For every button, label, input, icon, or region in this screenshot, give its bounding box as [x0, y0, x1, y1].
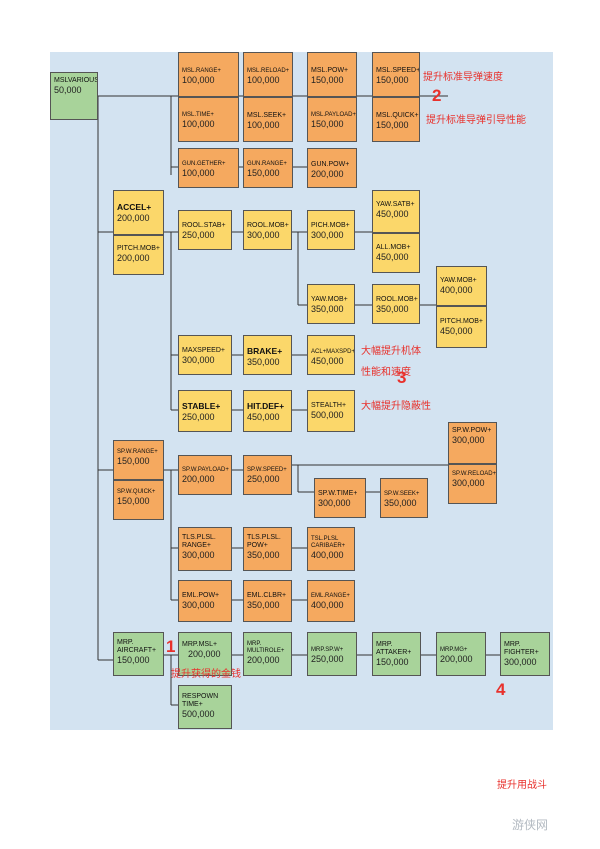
node-msl-various[interactable]: MSLVARIOUS+ 50,000 — [50, 72, 98, 120]
node-mrp-aircraft[interactable]: MRP.AIRCRAFT+150,000 — [113, 632, 164, 676]
node-yaw-mob-a[interactable]: YAW.MOB+350,000 — [307, 284, 355, 324]
node-mrp-sp-w[interactable]: MRP.SP.W+250,000 — [307, 632, 357, 676]
node-msl-seek[interactable]: MSL.SEEK+100,000 — [243, 97, 293, 142]
node-rool-mob-1[interactable]: ROOL.MOB+300,000 — [243, 210, 292, 250]
node-eml-pow[interactable]: EML.POW+300,000 — [178, 580, 232, 622]
node-sp-w-quick[interactable]: SP.W.QUICK+150,000 — [113, 480, 164, 520]
node-yaw-mob-b[interactable]: YAW.MOB+400,000 — [436, 266, 487, 306]
node-eml-clbr[interactable]: EML.CLBR+350,000 — [243, 580, 292, 622]
node-brake[interactable]: BRAKE+350,000 — [243, 335, 292, 375]
annotation-number-4: 4 — [496, 680, 506, 699]
diagram-background — [50, 52, 553, 730]
node-stealth[interactable]: STEALTH+500,000 — [307, 390, 355, 432]
node-all-mob[interactable]: ALL.MOB+450,000 — [372, 233, 420, 273]
watermark: 游侠网 — [512, 818, 549, 832]
node-msl-reload[interactable]: MSL.RELOAD+100,000 — [243, 52, 293, 97]
annotation-stealth: 大幅提升隐蔽性 — [361, 401, 431, 412]
node-mrp-attaker[interactable]: MRP.ATTAKER+150,000 — [372, 632, 421, 676]
node-sp-w-range[interactable]: SP.W.RANGE+150,000 — [113, 440, 164, 480]
annotation-number-1: 1 — [166, 637, 176, 656]
node-tls-plsl-range[interactable]: TLS.PLSL.RANGE+300,000 — [178, 527, 232, 571]
node-pich-mob[interactable]: PICH.MOB+300,000 — [307, 210, 355, 250]
node-mrp-mg[interactable]: MRP.MG+200,000 — [436, 632, 486, 676]
node-yaw-satb[interactable]: YAW.SATB+450,000 — [372, 190, 420, 233]
node-rool-mob-2[interactable]: ROOL.MOB+350,000 — [372, 284, 420, 324]
annotation-number-3: 3 — [397, 368, 407, 387]
node-tls-plsl-pow[interactable]: TLS.PLSL.POW+350,000 — [243, 527, 292, 571]
node-eml-range[interactable]: EML.RANGE+400,000 — [307, 580, 355, 622]
annotation-fighter: 提升用战斗 — [497, 780, 547, 791]
node-maxspeed[interactable]: MAXSPEED+300,000 — [178, 335, 232, 375]
node-rool-stab[interactable]: ROOL.STAB+250,000 — [178, 210, 232, 250]
node-msl-payload[interactable]: MSL.PAYLOAD+150,000 — [307, 97, 357, 142]
node-accel[interactable]: ACCEL+200,000 — [113, 190, 164, 235]
node-pitch-mob-1[interactable]: PITCH.MOB+200,000 — [113, 235, 164, 275]
annotation-missile-guidance: 提升标准导弹引导性能 — [426, 115, 526, 126]
node-mrp-fighter[interactable]: MRP.FIGHTER+300,000 — [500, 632, 550, 676]
annotation-money: 提升获得的金钱 — [171, 669, 241, 680]
node-msl-pow[interactable]: MSL.POW+150,000 — [307, 52, 357, 97]
node-pitch-mob-2[interactable]: PITCH.MOB+450,000 — [436, 306, 487, 348]
node-sp-w-payload[interactable]: SP.W.PAYLOAD+200,000 — [178, 455, 232, 495]
node-msl-speed[interactable]: MSL.SPEED+150,000 — [372, 52, 420, 97]
node-msl-range[interactable]: MSL.RANGE+100,000 — [178, 52, 239, 97]
node-gun-pow[interactable]: GUN.POW+200,000 — [307, 148, 357, 188]
node-sp-w-seek[interactable]: SP.W.SEEK+350,000 — [380, 478, 428, 518]
node-msl-quick[interactable]: MSL.QUICK+150,000 — [372, 97, 420, 142]
node-sp-w-reload[interactable]: SP.W.RELOAD+300,000 — [448, 464, 497, 504]
annotation-performance-1: 大幅提升机体 — [361, 346, 421, 357]
node-sp-w-pow[interactable]: SP.W.POW+300,000 — [448, 422, 497, 464]
annotation-missile-speed: 提升标准导弹速度 — [423, 72, 503, 83]
node-gun-gether[interactable]: GUN.GETHER+100,000 — [178, 148, 239, 188]
annotation-performance-2: 性能和速度 — [361, 367, 411, 378]
node-sp-w-speed[interactable]: SP.W.SPEED+250,000 — [243, 455, 292, 495]
node-stable[interactable]: STABLE+250,000 — [178, 390, 232, 432]
node-sp-w-time[interactable]: SP.W.TIME+300,000 — [314, 478, 366, 518]
node-mrp-multirole[interactable]: MRP.MULTIROLE+200,000 — [243, 632, 292, 676]
node-gun-range[interactable]: GUN.RANGE+150,000 — [243, 148, 293, 188]
node-acl-maxspd[interactable]: ACL+MAXSPD+450,000 — [307, 335, 355, 375]
node-hit-def[interactable]: HIT.DEF+450,000 — [243, 390, 292, 432]
node-msl-time[interactable]: MSL.TIME+100,000 — [178, 97, 239, 142]
annotation-number-2: 2 — [432, 86, 442, 105]
node-mrp-msl[interactable]: MRP.MSL+200,000 — [178, 632, 232, 676]
